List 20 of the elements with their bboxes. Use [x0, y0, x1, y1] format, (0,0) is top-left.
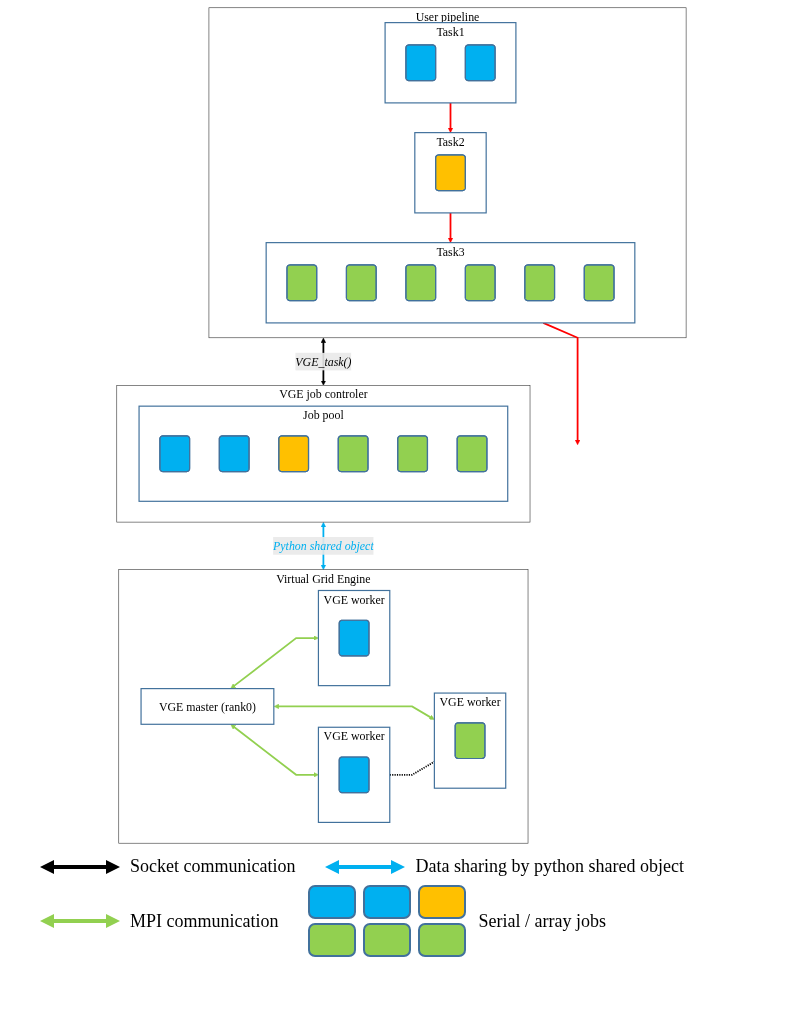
node-box: VGE master (rank0) — [140, 687, 275, 725]
arrow — [447, 211, 454, 243]
cluster: Task3 — [265, 241, 636, 324]
cluster: VGE worker — [317, 726, 391, 823]
cluster: Task2 — [414, 131, 487, 213]
arrow — [230, 634, 319, 689]
legend-text: Serial / array jobs — [478, 910, 606, 932]
cluster: VGE worker — [433, 692, 507, 789]
arrow — [273, 703, 435, 720]
legend-text: Socket communication — [130, 856, 296, 877]
edge-label: VGE_task() — [295, 354, 352, 368]
edge-label: Python shared object — [273, 538, 374, 552]
arrow — [230, 723, 319, 777]
legend-text: Data sharing by python shared object — [415, 856, 684, 877]
legend-text: MPI communication — [130, 910, 279, 932]
cluster: Task1 — [384, 21, 517, 103]
cluster: VGE worker — [317, 589, 391, 686]
arrow — [542, 321, 581, 445]
cluster: Job pool — [138, 405, 509, 502]
arrow — [447, 101, 454, 133]
